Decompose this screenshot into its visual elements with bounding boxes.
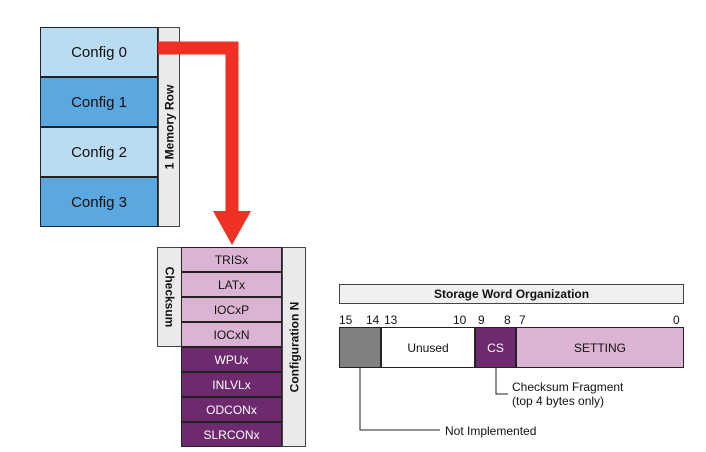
checksum-note-line-1: Checksum Fragment [512, 380, 624, 394]
not-implemented-field [339, 327, 381, 368]
register-iocxp: IOCxP [181, 297, 282, 322]
register-slrconx-label: SLRCONx [203, 427, 260, 442]
register-latx-label: LATx [217, 277, 246, 292]
config-1-label: Config 1 [71, 93, 127, 111]
memory-row-label-box: 1 Memory Row [158, 27, 180, 227]
bit-10-label: 10 [453, 313, 467, 327]
config-0-block: Config 0 [40, 27, 158, 77]
config-3-block: Config 3 [40, 177, 158, 227]
not-implemented-note: Not Implemented [445, 424, 537, 438]
not-implemented-leader-line [359, 368, 440, 431]
register-trisx: TRISx [181, 247, 282, 272]
register-iocxn: IOCxN [181, 322, 282, 347]
register-odconx-label: ODCONx [206, 402, 257, 417]
register-wpux-label: WPUx [214, 352, 249, 367]
bit-13-label: 13 [384, 313, 398, 327]
register-wpux: WPUx [181, 347, 282, 372]
arrow-head [213, 211, 251, 245]
storage-title-box: Storage Word Organization [339, 284, 684, 304]
register-slrconx: SLRCONx [181, 422, 282, 447]
register-inlvlx-label: INLVLx [212, 377, 251, 392]
bit-0-label: 0 [673, 313, 680, 327]
unused-field: Unused [381, 327, 475, 368]
config-1-block: Config 1 [40, 77, 158, 127]
setting-field-label: SETTING [573, 340, 626, 355]
checksum-leader-line [495, 368, 508, 395]
register-odconx: ODCONx [181, 397, 282, 422]
checksum-label-box: Checksum [157, 247, 181, 347]
config-2-block: Config 2 [40, 127, 158, 177]
configuration-label-box: Configuration N [282, 247, 306, 447]
config-0-label: Config 0 [71, 43, 127, 61]
arrow-shaft [158, 41, 239, 213]
bit-15-label: 15 [339, 313, 353, 327]
storage-title: Storage Word Organization [433, 287, 590, 301]
cs-field: CS [475, 327, 516, 368]
bit-7-label: 7 [519, 313, 526, 327]
register-inlvlx: INLVLx [181, 372, 282, 397]
register-iocxp-label: IOCxP [213, 302, 250, 317]
bit-14-label: 14 [366, 313, 380, 327]
unused-field-label: Unused [407, 340, 449, 355]
bit-9-label: 9 [478, 313, 485, 327]
setting-field: SETTING [516, 327, 684, 368]
config-2-label: Config 2 [71, 143, 127, 161]
register-iocxn-label: IOCxN [213, 327, 250, 342]
checksum-note-line-2: (top 4 bytes only) [512, 394, 605, 408]
cs-field-label: CS [487, 340, 504, 355]
register-latx: LATx [181, 272, 282, 297]
bit-8-label: 8 [504, 313, 511, 327]
checksum-note: Checksum Fragment (top 4 bytes only) [512, 380, 623, 408]
config-3-label: Config 3 [71, 193, 127, 211]
register-trisx-label: TRISx [214, 252, 249, 267]
